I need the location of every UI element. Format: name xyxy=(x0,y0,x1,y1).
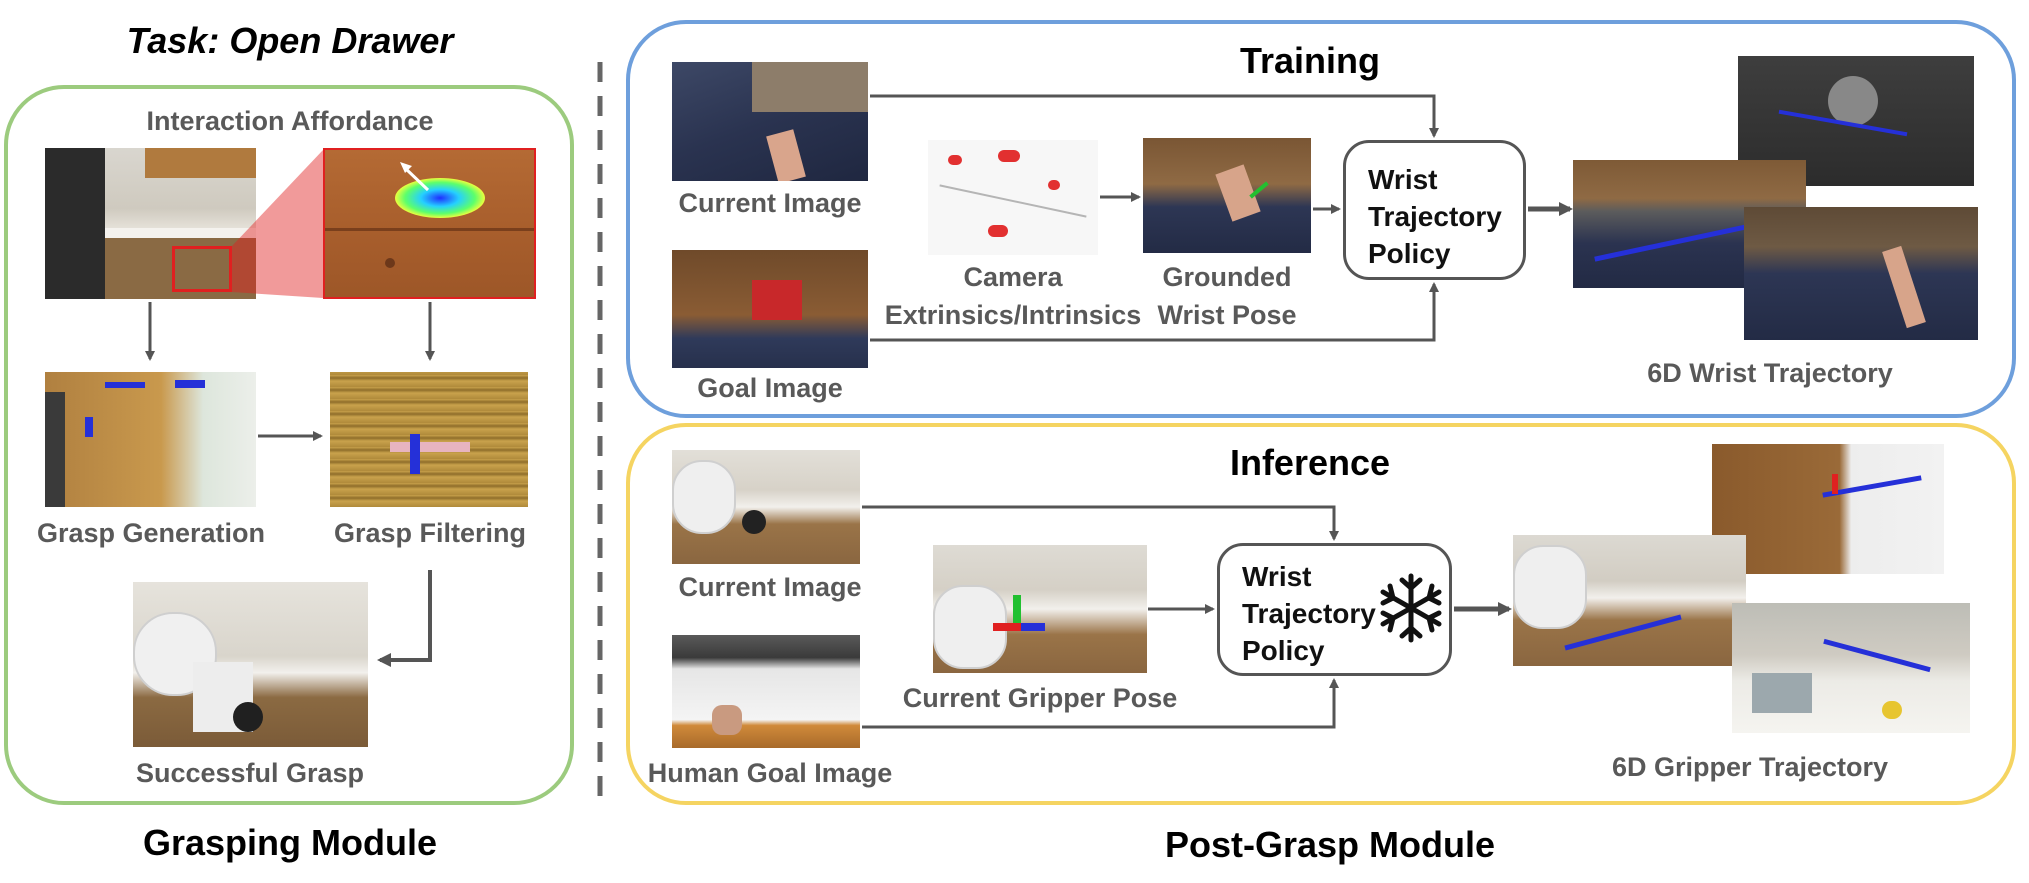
training-output-front xyxy=(1744,207,1978,340)
current-gripper-pose-image xyxy=(933,545,1147,673)
human-goal-image-label: Human Goal Image xyxy=(647,758,893,788)
camera-label-line1: Camera xyxy=(963,262,1063,292)
inference-output-label: 6D Gripper Trajectory xyxy=(1611,752,1889,782)
successful-grasp-photo xyxy=(133,582,368,747)
policy-line-1: Wrist xyxy=(1242,561,1312,592)
snowflake-icon xyxy=(1380,573,1442,643)
inference-current-image-label: Current Image xyxy=(678,572,862,602)
successful-grasp-label: Successful Grasp xyxy=(135,758,365,788)
training-wrist-trajectory-policy: Wrist Trajectory Policy xyxy=(1343,140,1526,280)
inference-output-back xyxy=(1712,444,1944,574)
policy-line-2: Trajectory xyxy=(1242,598,1376,629)
training-output-label: 6D Wrist Trajectory xyxy=(1647,358,1893,388)
grasp-generation-label: Grasp Generation xyxy=(36,518,266,548)
training-goal-image-label: Goal Image xyxy=(697,373,843,403)
inference-panel xyxy=(626,423,2016,805)
inference-title: Inference xyxy=(1229,442,1391,483)
inference-output-front xyxy=(1732,603,1970,733)
grasp-generation-pointcloud xyxy=(45,372,256,507)
grasp-filtering-pointcloud xyxy=(330,372,528,507)
training-current-image-label: Current Image xyxy=(678,188,862,218)
policy-line-1: Wrist xyxy=(1368,164,1438,195)
policy-line-2: Trajectory xyxy=(1368,201,1502,232)
policy-line-3: Policy xyxy=(1242,635,1325,666)
training-title: Training xyxy=(1239,40,1380,81)
training-current-image xyxy=(672,62,868,181)
policy-line-3: Policy xyxy=(1368,238,1451,269)
grounded-label-line2: Wrist Pose xyxy=(1157,300,1297,330)
human-goal-image xyxy=(672,635,860,748)
training-panel xyxy=(626,20,2016,418)
grasp-filtering-label: Grasp Filtering xyxy=(333,518,527,548)
camera-label-line2: Extrinsics/Intrinsics xyxy=(884,300,1142,330)
grasping-module-title: Grasping Module xyxy=(142,822,437,863)
inference-output-middle xyxy=(1513,535,1746,666)
current-gripper-pose-label: Current Gripper Pose xyxy=(902,683,1178,713)
grounded-wrist-pose-image xyxy=(1143,138,1311,253)
grasping-panel xyxy=(4,85,574,805)
zoom-box xyxy=(172,246,232,292)
task-title: Task: Open Drawer xyxy=(126,20,454,61)
camera-pointcloud xyxy=(928,140,1098,255)
inference-current-image xyxy=(672,450,860,564)
affordance-zoom-photo xyxy=(323,148,536,299)
interaction-affordance-label: Interaction Affordance xyxy=(146,106,434,136)
grounded-label-line1: Grounded xyxy=(1162,262,1292,292)
training-goal-image xyxy=(672,250,868,368)
inference-wrist-trajectory-policy: Wrist Trajectory Policy xyxy=(1217,543,1452,676)
kitchen-photo xyxy=(45,148,256,299)
post-grasp-module-title: Post-Grasp Module xyxy=(1164,824,1496,865)
